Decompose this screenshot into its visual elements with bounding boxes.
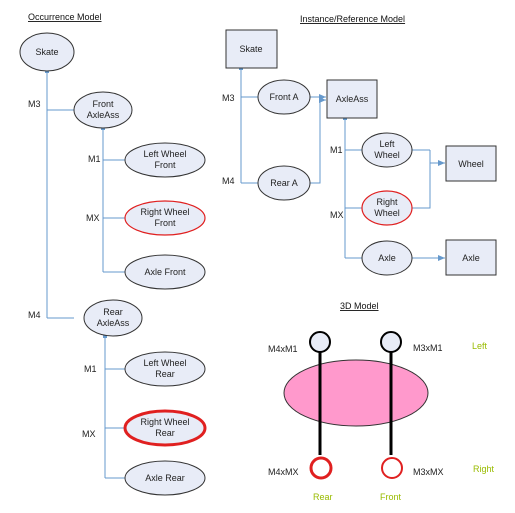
node-right-wheel-rear[interactable]: Right Wheel Rear bbox=[123, 409, 207, 447]
edge-label-inst-mx: MX bbox=[330, 210, 344, 220]
svg-text:Axle Rear: Axle Rear bbox=[145, 473, 185, 483]
svg-text:AxleAss: AxleAss bbox=[97, 318, 130, 328]
node-front-axleass[interactable]: Front AxleAss bbox=[73, 91, 133, 129]
instance-model-title: Instance/Reference Model bbox=[300, 14, 405, 24]
label-m4xm1: M4xM1 bbox=[268, 344, 298, 354]
wheel-front-left bbox=[380, 331, 402, 353]
svg-text:Skate: Skate bbox=[239, 44, 262, 54]
instance-connectors bbox=[240, 68, 445, 261]
svg-text:Left Wheel: Left Wheel bbox=[143, 149, 186, 159]
node-right-wheel-front[interactable]: Right Wheel Front bbox=[124, 200, 206, 236]
node-left-wheel-rear[interactable]: Left Wheel Rear bbox=[124, 351, 206, 387]
node-left-wheel[interactable]: Left Wheel bbox=[361, 132, 413, 168]
svg-text:Front: Front bbox=[154, 218, 176, 228]
svg-text:Right: Right bbox=[376, 197, 398, 207]
node-front-a[interactable]: Front A bbox=[257, 79, 311, 115]
label-front: Front bbox=[380, 492, 402, 502]
model-3d: 3D Model M4xM1 M3xM1 Left M4xMX M3xMX Ri… bbox=[268, 301, 495, 502]
svg-text:AxleAss: AxleAss bbox=[336, 94, 369, 104]
svg-text:Axle: Axle bbox=[378, 253, 396, 263]
node-axle[interactable]: Axle bbox=[361, 240, 413, 276]
box-skate[interactable]: Skate bbox=[225, 29, 278, 69]
svg-text:AxleAss: AxleAss bbox=[87, 110, 120, 120]
svg-text:Rear A: Rear A bbox=[270, 178, 298, 188]
edge-label-front-mx: MX bbox=[86, 213, 100, 223]
edge-label-m3: M3 bbox=[28, 99, 41, 109]
svg-text:Rear: Rear bbox=[103, 307, 123, 317]
label-m4xmx: M4xMX bbox=[268, 467, 299, 477]
svg-text:Left Wheel: Left Wheel bbox=[143, 358, 186, 368]
svg-text:Front: Front bbox=[92, 99, 114, 109]
node-skate[interactable]: Skate bbox=[19, 32, 75, 72]
box-axleass[interactable]: AxleAss bbox=[326, 79, 378, 119]
label-right: Right bbox=[473, 464, 495, 474]
wheel-rear-right bbox=[309, 456, 333, 480]
node-rear-axleass[interactable]: Rear AxleAss bbox=[83, 299, 143, 337]
svg-text:Axle Front: Axle Front bbox=[144, 267, 186, 277]
edge-label-inst-m4: M4 bbox=[222, 176, 235, 186]
wheel-front-right bbox=[381, 457, 403, 479]
svg-text:Right Wheel: Right Wheel bbox=[140, 417, 189, 427]
svg-text:Wheel: Wheel bbox=[374, 208, 400, 218]
model-3d-title: 3D Model bbox=[340, 301, 379, 311]
wheel-rear-left bbox=[309, 331, 331, 353]
instance-model: Instance/Reference Model Skate M3 bbox=[222, 14, 497, 276]
svg-text:Left: Left bbox=[379, 139, 395, 149]
node-rear-a[interactable]: Rear A bbox=[257, 165, 311, 201]
edge-label-m4: M4 bbox=[28, 310, 41, 320]
svg-text:Right Wheel: Right Wheel bbox=[140, 207, 189, 217]
edge-label-inst-m3: M3 bbox=[222, 93, 235, 103]
node-right-wheel[interactable]: Right Wheel bbox=[361, 190, 413, 226]
svg-text:Skate: Skate bbox=[35, 47, 58, 57]
svg-text:Rear: Rear bbox=[155, 369, 175, 379]
node-left-wheel-front[interactable]: Left Wheel Front bbox=[124, 142, 206, 178]
label-left: Left bbox=[472, 341, 488, 351]
svg-text:Axle: Axle bbox=[462, 253, 480, 263]
box-axle[interactable]: Axle bbox=[445, 239, 497, 276]
node-axle-rear[interactable]: Axle Rear bbox=[124, 460, 206, 496]
label-m3xm1: M3xM1 bbox=[413, 343, 443, 353]
svg-text:Wheel: Wheel bbox=[374, 150, 400, 160]
label-m3xmx: M3xMX bbox=[413, 467, 444, 477]
edge-label-front-m1: M1 bbox=[88, 154, 101, 164]
edge-label-inst-m1: M1 bbox=[330, 145, 343, 155]
svg-text:Wheel: Wheel bbox=[458, 159, 484, 169]
edge-label-rear-m1: M1 bbox=[84, 364, 97, 374]
svg-text:Rear: Rear bbox=[155, 428, 175, 438]
occurrence-model-title: Occurrence Model bbox=[28, 12, 102, 22]
box-wheel[interactable]: Wheel bbox=[445, 145, 497, 182]
label-rear: Rear bbox=[313, 492, 333, 502]
skateboard-body bbox=[283, 359, 429, 427]
edge-label-rear-mx: MX bbox=[82, 429, 96, 439]
occurrence-connectors bbox=[46, 71, 125, 479]
occurrence-model: Occurrence Model Skate M3 bbox=[19, 12, 207, 496]
svg-text:Front: Front bbox=[154, 160, 176, 170]
svg-text:Front A: Front A bbox=[269, 92, 298, 102]
node-axle-front[interactable]: Axle Front bbox=[124, 254, 206, 290]
